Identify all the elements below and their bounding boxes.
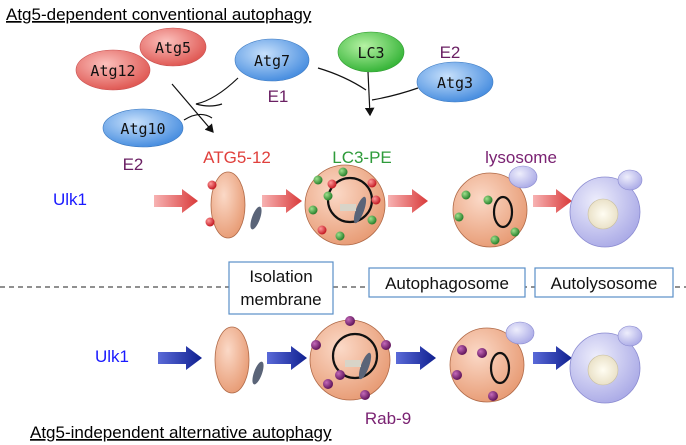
arrow-top-4 bbox=[533, 189, 572, 213]
lc3-dot bbox=[323, 191, 333, 201]
e2-label-atg10: E2 bbox=[123, 155, 144, 174]
atg10-bubble: Atg10 bbox=[102, 108, 184, 148]
atg12-bubble: Atg12 bbox=[75, 49, 151, 91]
svg-text:membrane: membrane bbox=[240, 290, 321, 309]
forming-autophagosome bbox=[304, 164, 386, 246]
rab9-dot bbox=[360, 390, 370, 400]
title-conventional-autophagy: Atg5-dependent conventional autophagy bbox=[6, 5, 312, 24]
forming-autophagosome-bottom bbox=[309, 316, 391, 401]
lc3-dot bbox=[367, 215, 377, 225]
lc3-bubble: LC3 bbox=[337, 31, 405, 73]
arrow-bottom-2 bbox=[267, 346, 307, 370]
rab9-dot bbox=[345, 316, 355, 326]
arrow-bottom-1 bbox=[158, 346, 202, 370]
title-alternative-autophagy: Atg5-independent alternative autophagy bbox=[30, 423, 332, 442]
e2-label-atg3: E2 bbox=[440, 43, 461, 62]
svg-text:Atg10: Atg10 bbox=[120, 120, 165, 138]
rab9-dot bbox=[457, 345, 467, 355]
svg-text:Autophagosome: Autophagosome bbox=[385, 274, 509, 293]
lc3-dot bbox=[510, 227, 520, 237]
autophagosome-box: Autophagosome bbox=[368, 267, 526, 298]
rab9-dot bbox=[477, 348, 487, 358]
svg-text:Isolation: Isolation bbox=[249, 267, 312, 286]
rab9-dot bbox=[488, 391, 498, 401]
lc3-dot bbox=[335, 231, 345, 241]
atg5-12-dot bbox=[205, 217, 215, 227]
lc3-dot bbox=[483, 195, 493, 205]
atg5-12-dot bbox=[327, 179, 337, 189]
autophagosome-top bbox=[452, 165, 538, 248]
autolysosome-bottom bbox=[569, 325, 643, 404]
arrow-top-2 bbox=[262, 189, 302, 213]
atg5-bubble: Atg5 bbox=[139, 27, 207, 67]
atg3-bubble: Atg3 bbox=[416, 61, 494, 103]
lc3-dot bbox=[308, 205, 318, 215]
arrow-top-1 bbox=[154, 189, 198, 213]
atg5-12-dot bbox=[207, 180, 217, 190]
ulk1-label-top: Ulk1 bbox=[53, 190, 87, 209]
rab9-dot bbox=[335, 370, 345, 380]
atg7-bubble: Atg7 bbox=[234, 38, 310, 82]
lc3-dot bbox=[454, 212, 464, 222]
ulk1-label-bottom: Ulk1 bbox=[95, 347, 129, 366]
rab9-dot bbox=[323, 379, 333, 389]
autolysosome-box: Autolysosome bbox=[534, 267, 674, 298]
atg5-12-dot bbox=[317, 225, 327, 235]
svg-text:Atg7: Atg7 bbox=[254, 52, 290, 70]
lc3-dot bbox=[490, 235, 500, 245]
lc3-dot bbox=[313, 175, 323, 185]
svg-text:Atg12: Atg12 bbox=[90, 62, 135, 80]
svg-text:Atg5: Atg5 bbox=[155, 39, 191, 57]
svg-text:LC3: LC3 bbox=[357, 44, 384, 62]
arrow-bottom-3 bbox=[396, 346, 436, 370]
lc3-dot bbox=[461, 190, 471, 200]
rab9-label: Rab-9 bbox=[365, 409, 411, 428]
svg-text:Autolysosome: Autolysosome bbox=[551, 274, 658, 293]
arrow-top-3 bbox=[388, 189, 428, 213]
autophagosome-bottom bbox=[449, 321, 535, 403]
lysosome-top bbox=[508, 165, 538, 189]
lysosome-bottom bbox=[505, 321, 535, 345]
atg5-12-dot bbox=[367, 178, 377, 188]
arrow-bottom-4 bbox=[533, 346, 572, 370]
isolation-membrane-box: Isolation membrane bbox=[228, 261, 334, 315]
rab9-dot bbox=[381, 340, 391, 350]
e1-label: E1 bbox=[268, 87, 289, 106]
rab9-dot bbox=[311, 340, 321, 350]
lc3-dot bbox=[338, 167, 348, 177]
atg5-12-dot bbox=[371, 195, 381, 205]
isolation-membrane-bottom bbox=[214, 326, 264, 394]
conjugation-arrows bbox=[171, 67, 419, 133]
isolation-membrane-top bbox=[205, 171, 262, 239]
rab9-dot bbox=[452, 370, 462, 380]
lysosome-label: lysosome bbox=[485, 148, 557, 167]
svg-text:Atg3: Atg3 bbox=[437, 74, 473, 92]
atg5-12-label: ATG5-12 bbox=[203, 148, 271, 167]
autolysosome-top bbox=[569, 169, 643, 248]
lc3-pe-label: LC3-PE bbox=[332, 148, 392, 167]
